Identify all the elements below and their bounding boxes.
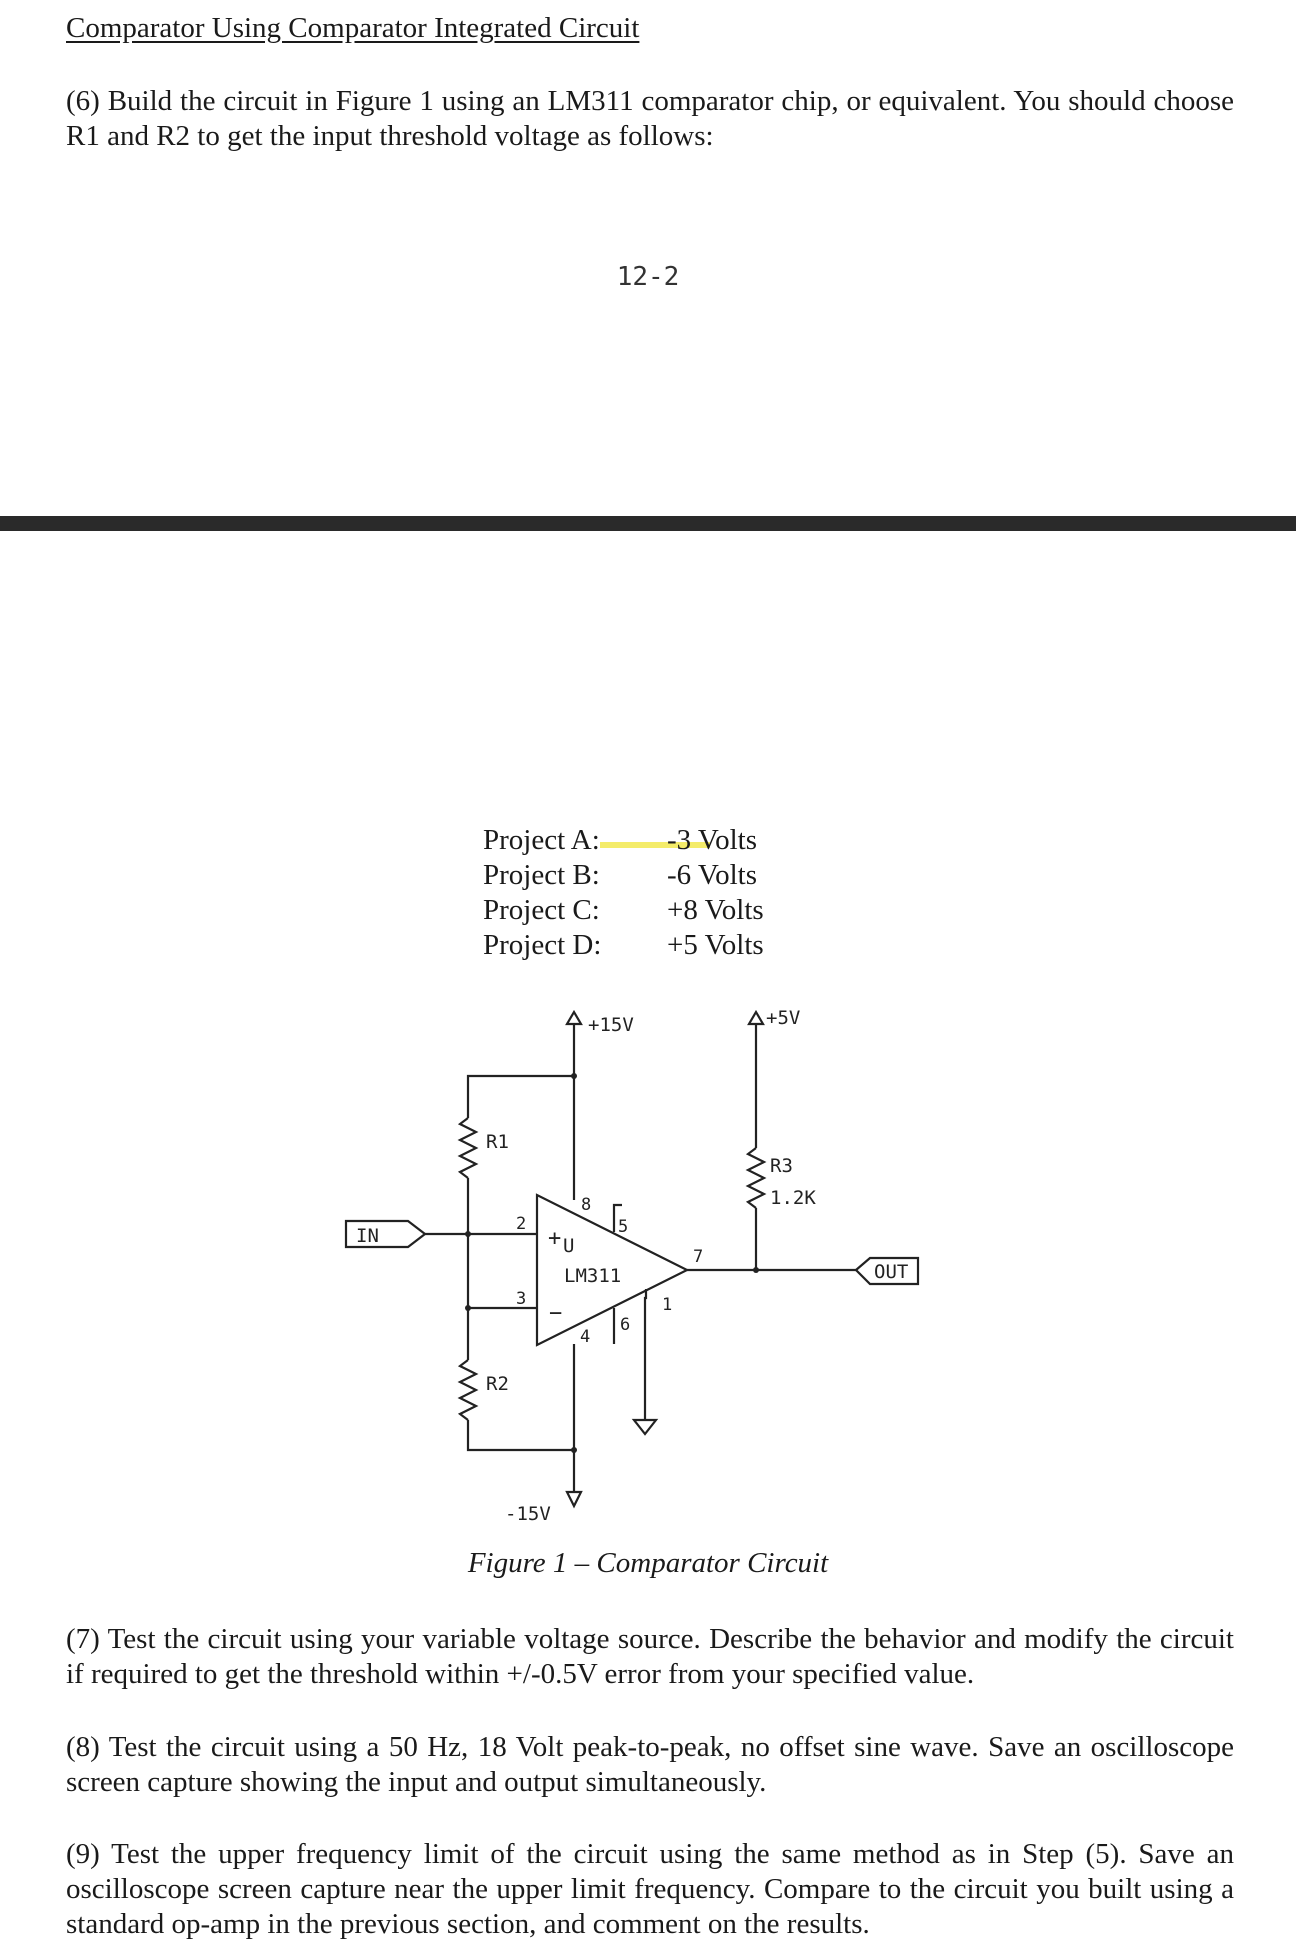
supply-pos-15-label: +15V xyxy=(588,1014,634,1036)
step-9-paragraph: (9) Test the upper frequency limit of th… xyxy=(66,1838,1234,1940)
r1-resistor xyxy=(457,1117,479,1179)
project-value: +5 Volts xyxy=(667,929,764,961)
project-label: Project B: xyxy=(483,859,600,891)
project-value: +8 Volts xyxy=(667,894,764,926)
supply-arrow-icon xyxy=(565,1009,583,1026)
r2-label: R2 xyxy=(486,1373,509,1395)
pin-label: 1 xyxy=(662,1295,672,1315)
input-port-label: IN xyxy=(356,1225,379,1247)
document-title: Comparator Using Comparator Integrated C… xyxy=(66,12,640,44)
project-a-highlight xyxy=(600,842,710,848)
output-port-label: OUT xyxy=(874,1261,908,1283)
chip-ref-label: U xyxy=(563,1235,574,1257)
junction-dot xyxy=(571,1447,577,1453)
supply-pos-5-label: +5V xyxy=(766,1007,800,1029)
project-label: Project C: xyxy=(483,894,600,926)
page-number: 12-2 xyxy=(616,262,680,292)
junction-dot xyxy=(571,1073,577,1079)
supply-neg-15-label: -15V xyxy=(505,1503,551,1525)
project-value: -6 Volts xyxy=(667,859,757,891)
junction-dot xyxy=(465,1305,471,1311)
r3-label: R3 xyxy=(770,1155,793,1177)
chip-name-label: LM311 xyxy=(564,1265,621,1287)
pin-label: 6 xyxy=(620,1315,630,1335)
project-label: Project D: xyxy=(483,929,602,961)
wire xyxy=(643,1289,648,1420)
junction-dot xyxy=(753,1267,759,1273)
plus-input-sign: + xyxy=(548,1226,561,1251)
pin-label: 8 xyxy=(581,1195,591,1215)
wire xyxy=(466,1074,574,1118)
step-6-paragraph: (6) Build the circuit in Figure 1 using … xyxy=(66,85,1234,152)
supply-arrow-icon xyxy=(747,1009,765,1026)
step-8-paragraph: (8) Test the circuit using a 50 Hz, 18 V… xyxy=(66,1731,1234,1798)
ground-icon xyxy=(631,1418,659,1436)
minus-input-sign: − xyxy=(549,1301,562,1326)
output-port xyxy=(854,1256,920,1286)
project-value: -3 Volts xyxy=(667,824,757,856)
pin-label: 7 xyxy=(693,1247,703,1267)
wire xyxy=(466,1420,574,1452)
junction-dot xyxy=(465,1231,471,1237)
page-divider xyxy=(0,516,1296,531)
supply-arrow-icon xyxy=(565,1490,583,1509)
lm311-comparator-symbol xyxy=(535,1193,690,1347)
project-label: Project A: xyxy=(483,824,600,856)
pin-label: 3 xyxy=(516,1289,526,1309)
pin-label: 4 xyxy=(580,1327,590,1347)
r3-resistor xyxy=(745,1147,767,1209)
input-port xyxy=(344,1219,427,1249)
figure-caption: Figure 1 – Comparator Circuit xyxy=(467,1547,829,1579)
pin-label: 5 xyxy=(618,1217,628,1237)
step-7-paragraph: (7) Test the circuit using your variable… xyxy=(66,1623,1234,1690)
r3-value-label: 1.2K xyxy=(770,1187,816,1209)
pin-label: 2 xyxy=(516,1214,526,1234)
pin-5-stub xyxy=(612,1203,622,1232)
r1-label: R1 xyxy=(486,1131,509,1153)
r2-resistor xyxy=(457,1359,479,1421)
